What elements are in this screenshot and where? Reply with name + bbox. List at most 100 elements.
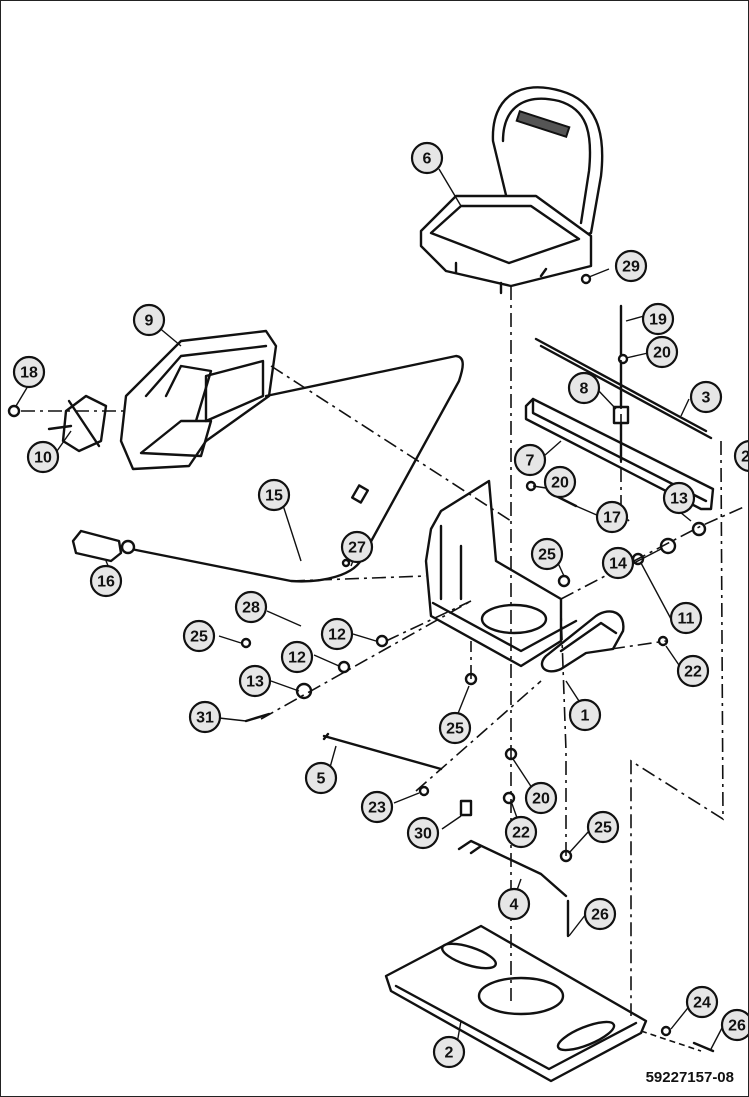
callout-circle: [669, 601, 703, 635]
callout-3: 3: [689, 380, 723, 414]
callout-circle: [524, 781, 558, 815]
callout-circle: [340, 530, 374, 564]
callout-number: 30: [414, 826, 432, 843]
callout-number: 26: [728, 1018, 746, 1035]
callout-17: 17: [595, 500, 629, 534]
callout-circle: [280, 640, 314, 674]
callout-circle: [26, 440, 60, 474]
callout-circle: [689, 380, 723, 414]
callout-19: 19: [641, 302, 675, 336]
callout-circle: [586, 810, 620, 844]
callout-number: 8: [580, 381, 589, 398]
callout-circle: [543, 465, 577, 499]
callout-number: 25: [446, 721, 464, 738]
callout-13: 13: [662, 481, 696, 515]
callout-circle: [733, 440, 748, 472]
callout-circle: [497, 887, 531, 921]
callout-number: 15: [265, 488, 283, 505]
callout-14: 14: [601, 546, 635, 580]
callout-18: 18: [12, 355, 46, 389]
callout-circle: [530, 537, 564, 571]
callout-circle: [641, 302, 675, 336]
callout-circle: [662, 481, 696, 515]
callout-number: 9: [145, 313, 154, 330]
callout-circle: [676, 654, 710, 688]
callout-20: 20: [543, 465, 577, 499]
switch-part: [47, 394, 108, 453]
callout-number: 24: [693, 995, 711, 1012]
callout-25: 25: [530, 537, 564, 571]
callout-22: 22: [504, 815, 538, 849]
callout-number: 18: [20, 365, 38, 382]
callout-number: 12: [288, 650, 306, 667]
callout-number: 6: [423, 151, 432, 168]
callout-circle: [438, 711, 472, 745]
callout-number: 28: [242, 600, 260, 617]
callout-circle: [132, 303, 166, 337]
callout-number: 21: [741, 449, 749, 466]
callout-number: 25: [594, 820, 612, 837]
callout-number: 2: [445, 1045, 454, 1062]
callout-number: 13: [246, 674, 264, 691]
callout-27: 27: [340, 530, 374, 564]
callout-number: 7: [526, 453, 535, 470]
callout-circle: [595, 500, 629, 534]
callout-number: 20: [551, 475, 569, 492]
callout-number: 29: [622, 259, 640, 276]
callout-number: 17: [603, 510, 621, 527]
callout-12: 12: [320, 617, 354, 651]
callout-28: 28: [234, 590, 268, 624]
callout-number: 3: [702, 390, 711, 407]
callout-circle: [567, 371, 601, 405]
seat-part: [419, 86, 604, 295]
callout-circle: [583, 897, 617, 931]
callout-number: 31: [196, 710, 214, 727]
callout-20: 20: [645, 335, 679, 369]
base-frame-part: [424, 479, 625, 673]
callout-8: 8: [567, 371, 601, 405]
callout-circle: [720, 1008, 748, 1042]
callout-25: 25: [586, 810, 620, 844]
callout-21: 21: [733, 440, 749, 472]
callout-number: 27: [348, 540, 366, 557]
callout-number: 4: [510, 897, 519, 914]
callout-circle: [257, 478, 291, 512]
callout-circle: [360, 790, 394, 824]
diagram-reference-code: 59227157-08: [645, 1069, 734, 1086]
callout-15: 15: [257, 478, 291, 512]
callout-number: 14: [609, 556, 627, 573]
callout-circle: [182, 619, 216, 653]
callout-group: 1234567891011121213131415161718192020202…: [12, 141, 749, 1069]
callout-number: 10: [34, 450, 52, 467]
console-part: [119, 329, 278, 471]
callout-circle: [568, 698, 602, 732]
callout-12: 12: [280, 640, 314, 674]
callout-number: 20: [532, 791, 550, 808]
callout-circle: [645, 335, 679, 369]
callout-number: 22: [512, 825, 530, 842]
callout-25: 25: [438, 711, 472, 745]
callout-number: 12: [328, 627, 346, 644]
callout-circle: [320, 617, 354, 651]
callout-5: 5: [304, 761, 338, 795]
callout-25: 25: [182, 619, 216, 653]
callout-22: 22: [676, 654, 710, 688]
callout-number: 25: [190, 629, 208, 646]
callout-number: 1: [581, 708, 590, 725]
callout-circle: [685, 985, 719, 1019]
callout-9: 9: [132, 303, 166, 337]
callout-26: 26: [583, 897, 617, 931]
callout-number: 19: [649, 312, 667, 329]
callout-24: 24: [685, 985, 719, 1019]
callout-circle: [513, 443, 547, 477]
callout-circle: [304, 761, 338, 795]
callout-7: 7: [513, 443, 547, 477]
callout-13: 13: [238, 664, 272, 698]
callout-20: 20: [524, 781, 558, 815]
callout-number: 16: [97, 574, 115, 591]
callout-circle: [432, 1035, 466, 1069]
callout-circle: [238, 664, 272, 698]
callout-circle: [504, 815, 538, 849]
